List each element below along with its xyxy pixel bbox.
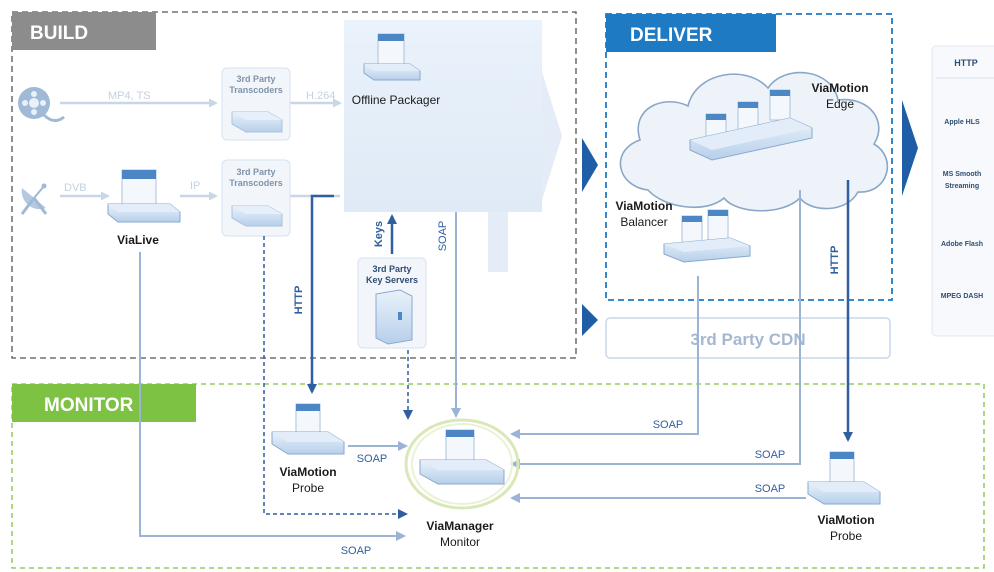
keys-label: Keys: [373, 221, 385, 247]
deliver-section-title: DELIVER: [630, 25, 713, 46]
monitor-section-title: MONITOR: [44, 395, 134, 416]
vialive-soap-label: SOAP: [341, 545, 372, 557]
key-servers-node: 3rd Party Key Servers: [357, 257, 427, 349]
cdn-label: 3rd Party CDN: [690, 330, 805, 349]
vialive-node: ViaLive: [107, 169, 181, 247]
output-adobe-flash: Adobe Flash: [941, 241, 983, 248]
probe-left-line1: ViaMotion: [279, 465, 336, 479]
output-ms-smooth-line1: MS Smooth: [943, 171, 982, 178]
edge-soap-line: [510, 190, 801, 469]
build-to-deliver-chevron: [582, 138, 598, 192]
build-section-title: BUILD: [30, 23, 88, 44]
transcoder-top-line2: Transcoders: [229, 85, 283, 95]
viamanager-line2: Monitor: [440, 535, 480, 549]
output-mpeg-dash: MPEG DASH: [941, 293, 983, 300]
offline-packager-panel: [344, 20, 562, 272]
edge-label-line2: Edge: [826, 97, 854, 111]
third-party-cdn-box: 3rd Party CDN: [605, 317, 891, 359]
build-to-cdn-chevron: [582, 304, 598, 336]
balancer-node: [663, 209, 751, 263]
vialive-label: ViaLive: [117, 233, 159, 247]
probe-right-soap-label: SOAP: [755, 483, 786, 495]
dvb-label: DVB: [64, 182, 87, 194]
probe-right-line1: ViaMotion: [817, 513, 874, 527]
edge-servers: [689, 89, 813, 161]
outputs-title: HTTP: [954, 58, 978, 68]
probe-right-line2: Probe: [830, 529, 862, 543]
balancer-label-line1: ViaMotion: [615, 199, 672, 213]
edge-label-line1: ViaMotion: [811, 81, 868, 95]
output-ms-smooth-line2: Streaming: [945, 183, 979, 190]
http-arrow-left: [307, 194, 334, 394]
monitor-section: MONITOR: [11, 383, 985, 569]
output-formats-panel: HTTP Apple HLS MS Smooth Streaming Adobe…: [931, 45, 994, 337]
transcoder-dashed-path: [263, 236, 408, 519]
ip-label: IP: [190, 180, 200, 192]
probe-right-node: ViaMotion Probe: [807, 451, 881, 543]
transcoder-bottom-line1: 3rd Party: [236, 167, 275, 177]
offline-packager-label: Offline Packager: [352, 93, 441, 107]
http-label-right: HTTP: [829, 246, 841, 275]
balancer-label-line2: Balancer: [620, 215, 667, 229]
build-section: BUILD: [11, 11, 577, 359]
probe-left-soap-label: SOAP: [357, 453, 388, 465]
offline-packager-node: Offline Packager: [352, 33, 441, 107]
packager-soap-label: SOAP: [437, 221, 449, 252]
h264-label: H.264: [306, 90, 335, 102]
balancer-soap-label: SOAP: [653, 419, 684, 431]
mp4-ts-label: MP4, TS: [108, 90, 151, 102]
transcoder-bottom-line2: Transcoders: [229, 178, 283, 188]
http-label-left: HTTP: [293, 286, 305, 315]
transcoder-bottom: 3rd Party Transcoders: [221, 159, 291, 237]
balancer-soap-line: [510, 276, 699, 439]
key-servers-line2: Key Servers: [366, 275, 418, 285]
transcoder-top: 3rd Party Transcoders: [221, 67, 291, 141]
transcoder-top-line1: 3rd Party: [236, 74, 275, 84]
output-apple-hls: Apple HLS: [944, 119, 980, 126]
vialive-soap-path: [139, 252, 406, 541]
probe-left-node: ViaMotion Probe: [271, 403, 345, 495]
viamanager-line1: ViaManager: [426, 519, 493, 533]
film-reel-icon: [18, 87, 65, 122]
edge-soap-label: SOAP: [755, 449, 786, 461]
viamanager-node: ViaManager Monitor: [404, 418, 520, 549]
probe-left-line2: Probe: [292, 481, 324, 495]
deliver-to-outputs-chevron: [902, 100, 918, 196]
satellite-dish-icon: [20, 183, 48, 215]
key-servers-line1: 3rd Party: [372, 264, 411, 274]
deliver-section: DELIVER: [605, 13, 893, 301]
